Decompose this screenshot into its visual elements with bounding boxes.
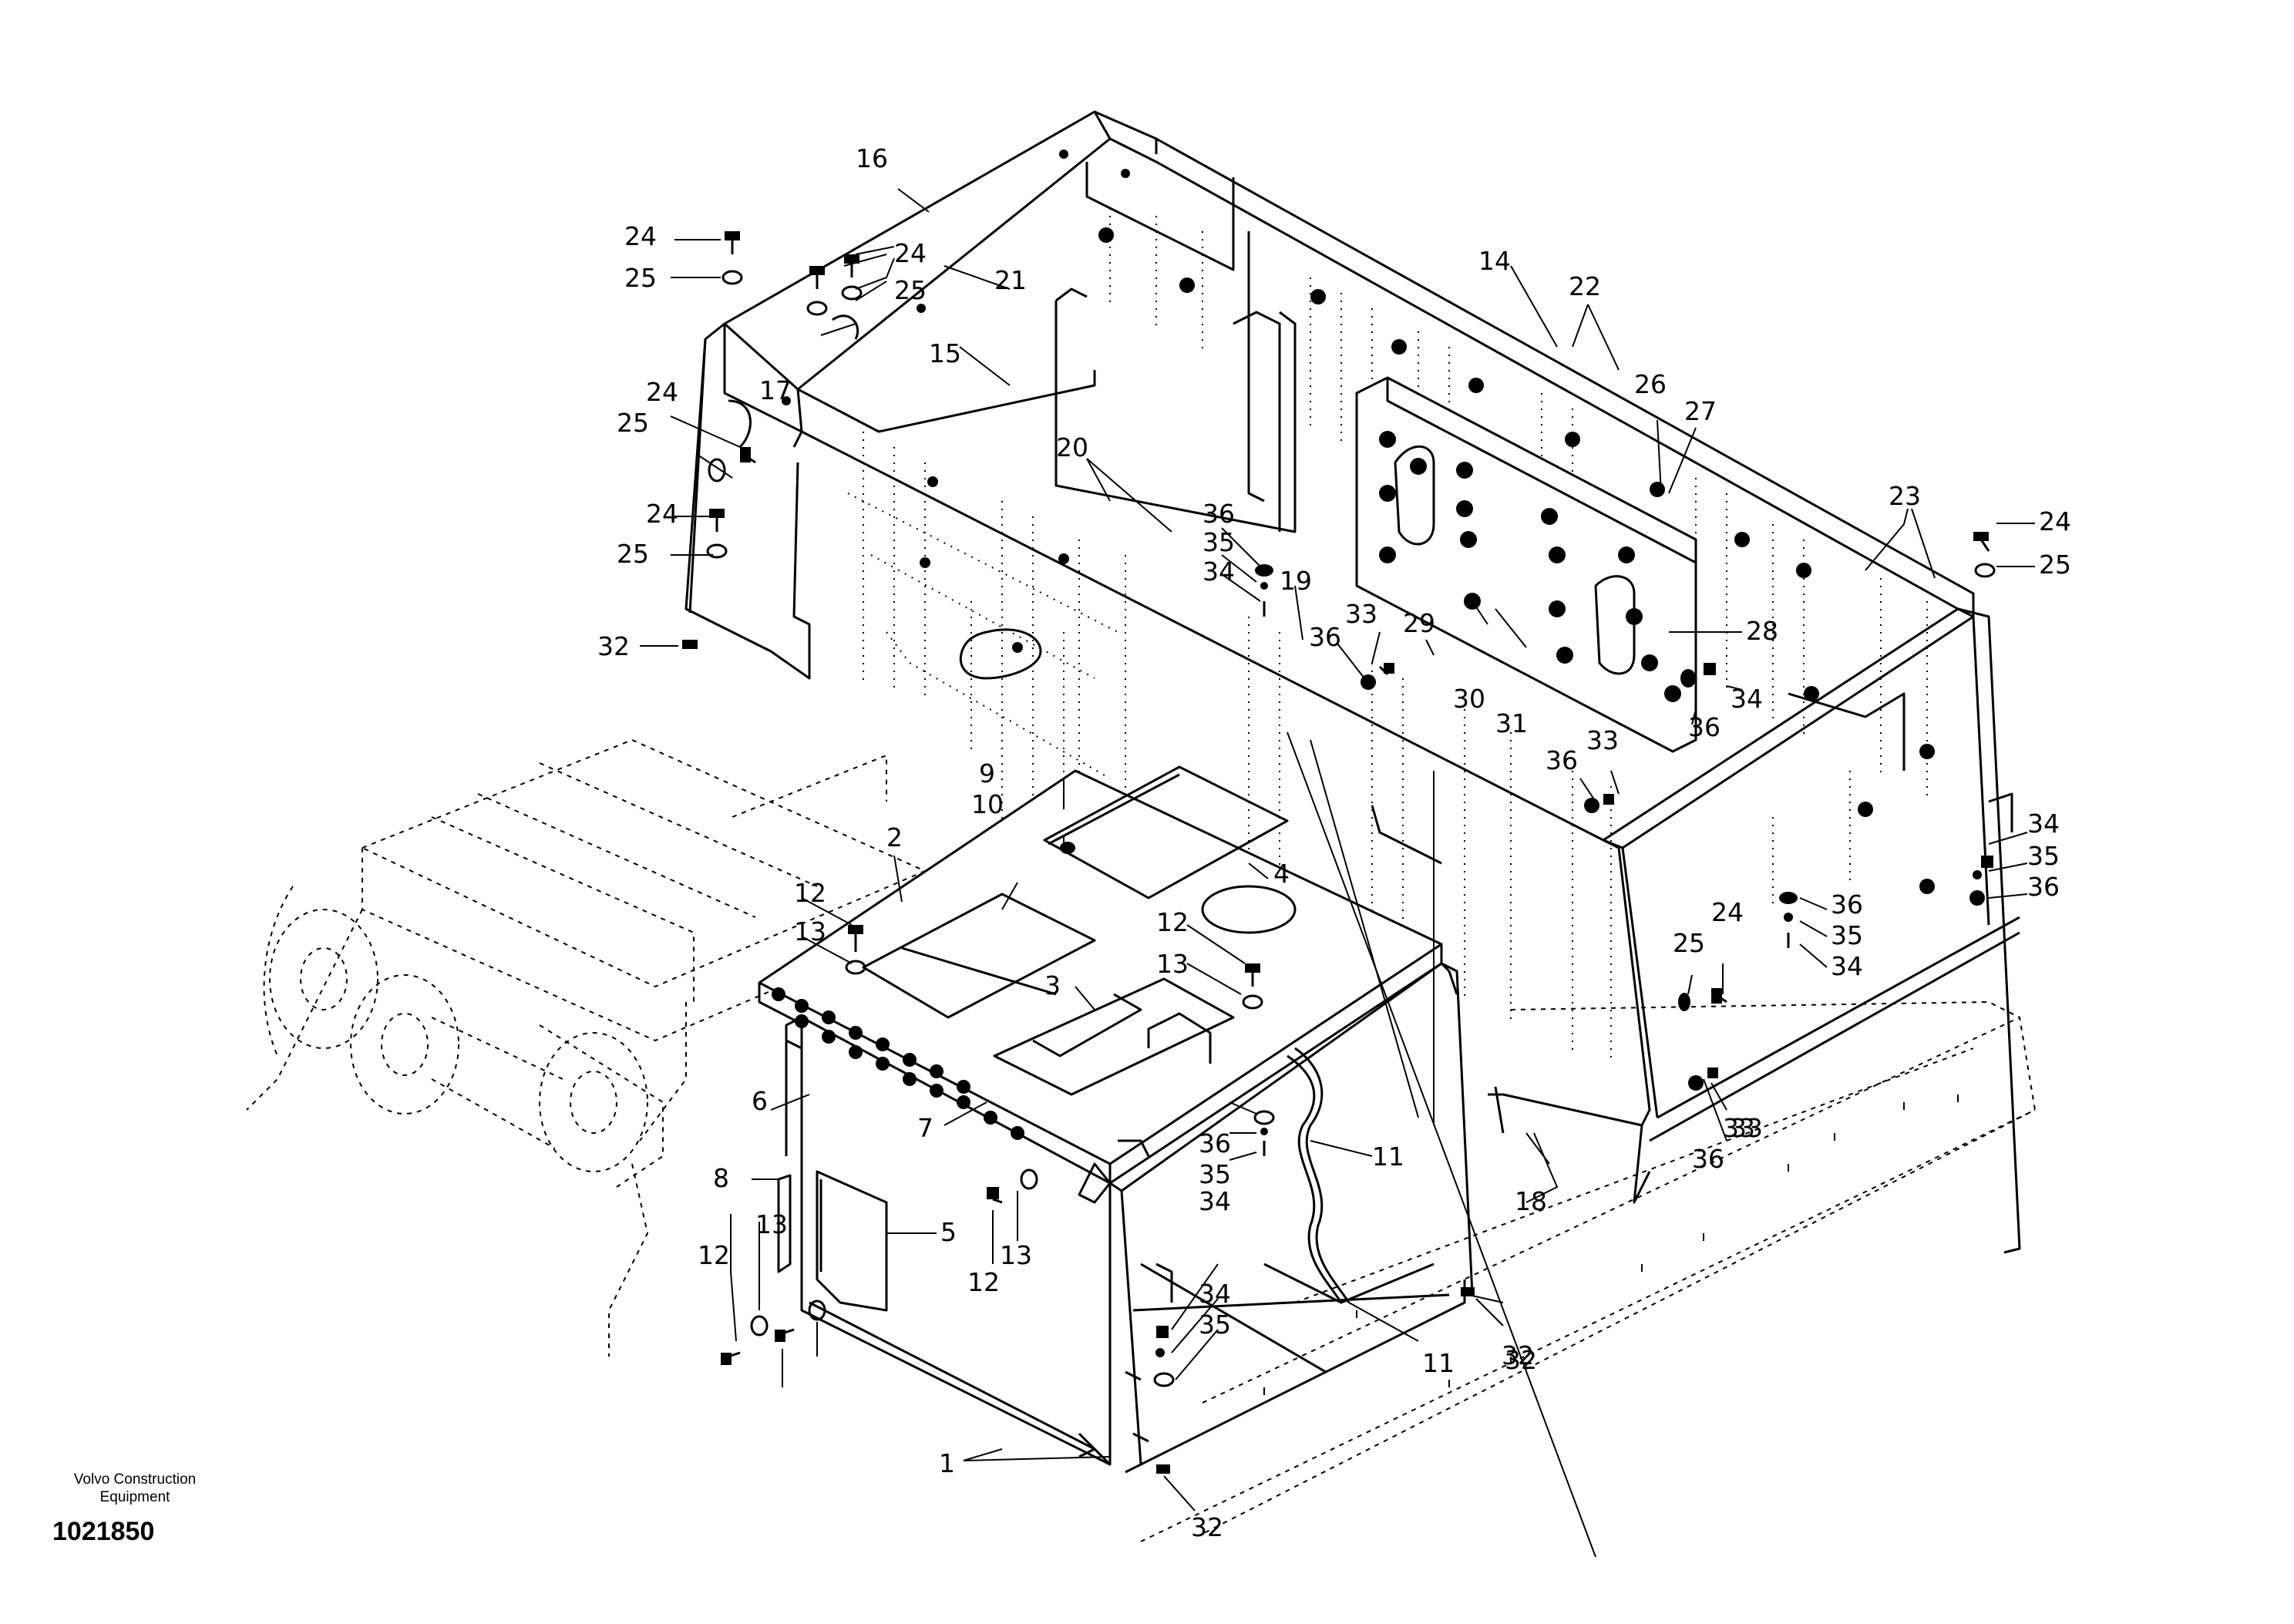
callout: 24 <box>2039 506 2071 536</box>
callout: 34 <box>1831 951 1863 981</box>
callout: 33 <box>1586 725 1619 755</box>
callout: 5 <box>940 1217 957 1247</box>
callout: 35 <box>1202 527 1235 557</box>
lower-cabinet <box>758 765 1474 1474</box>
callout: 35 <box>1199 1159 1231 1189</box>
callout: 32 <box>1191 1512 1223 1542</box>
callout: 24 <box>646 499 678 529</box>
callout: 24 <box>624 221 657 251</box>
callout: 36 <box>1688 712 1720 742</box>
fasteners <box>682 231 1996 1474</box>
callout: 13 <box>794 916 826 946</box>
callout: 32 <box>1502 1340 1534 1370</box>
callout: 33 <box>1731 1113 1763 1143</box>
callout: 32 <box>1505 1345 1537 1375</box>
left-panel-opening <box>959 628 1042 680</box>
callout: 25 <box>617 539 649 569</box>
drawing-number: 1021850 <box>52 1517 155 1546</box>
callout: 34 <box>1731 684 1763 714</box>
callout: 23 <box>1889 481 1921 511</box>
callout: 9 <box>979 758 995 788</box>
callout: 34 <box>1202 556 1235 587</box>
background-frame-dashed <box>246 738 2037 1542</box>
callout: 27 <box>1684 396 1717 426</box>
callout: 4 <box>1273 859 1290 889</box>
callout: 25 <box>2039 550 2071 580</box>
callout: 12 <box>794 878 826 908</box>
brand-line-2: Equipment <box>99 1489 170 1505</box>
callout: 18 <box>1515 1186 1547 1216</box>
callout: 3 <box>1044 970 1061 1000</box>
callout: 25 <box>624 263 657 293</box>
callout: 34 <box>1199 1279 1231 1309</box>
callout: 11 <box>1422 1348 1455 1378</box>
callout: 24 <box>1711 897 1744 927</box>
callout: 2 <box>886 822 903 852</box>
leader-lines <box>640 188 2035 1558</box>
callout: 15 <box>929 338 961 368</box>
callout: 25 <box>617 408 649 438</box>
callout: 8 <box>713 1163 729 1193</box>
callout: 36 <box>1831 889 1863 920</box>
callout: 28 <box>1746 616 1778 646</box>
callout: 24 <box>646 377 678 407</box>
callout: 35 <box>2027 841 2060 871</box>
callout: 12 <box>698 1240 730 1270</box>
callout: 24 <box>894 238 927 268</box>
callout: 33 <box>1345 599 1377 629</box>
callout: 13 <box>755 1209 788 1239</box>
callout: 35 <box>1831 920 1863 950</box>
callout: 34 <box>2027 809 2060 839</box>
callout: 22 <box>1569 271 1601 301</box>
callout: 26 <box>1634 369 1667 399</box>
callout: 13 <box>1000 1240 1032 1270</box>
callout: 10 <box>971 789 1004 819</box>
upper-frame <box>684 110 2021 1254</box>
callout: 31 <box>1495 708 1528 738</box>
callout: 13 <box>1156 949 1189 979</box>
callout: 33 <box>1723 1113 1755 1143</box>
callout: 36 <box>1199 1128 1231 1158</box>
callout: 11 <box>1372 1142 1404 1172</box>
inner-panel-28 <box>1355 376 1697 753</box>
callout: 35 <box>1199 1310 1231 1340</box>
callout: 32 <box>597 631 630 661</box>
callout: 6 <box>752 1086 768 1116</box>
callout: 17 <box>759 375 792 405</box>
callout: 34 <box>1199 1186 1231 1216</box>
callout: 36 <box>1692 1144 1724 1174</box>
callout: 29 <box>1403 608 1435 638</box>
callout: 21 <box>994 265 1027 295</box>
callout: 14 <box>1478 246 1511 276</box>
callout: 16 <box>856 143 888 173</box>
callout: 25 <box>894 275 927 305</box>
callout: 1 <box>939 1448 955 1478</box>
brand-line-1: Volvo Construction <box>73 1471 197 1488</box>
callout: 36 <box>1309 622 1341 652</box>
callout-labels: 1 2 3 4 5 6 7 8 9 10 11 11 12 12 12 12 1… <box>597 143 2071 1542</box>
callout: 30 <box>1453 684 1485 714</box>
callout: 12 <box>1156 907 1189 937</box>
callout: 12 <box>967 1267 1000 1297</box>
callout: 20 <box>1056 432 1088 462</box>
frame-perforations <box>847 208 1928 1064</box>
callout: 19 <box>1280 566 1312 596</box>
callout: 36 <box>1202 499 1235 529</box>
callout: 7 <box>917 1113 933 1143</box>
title-block: Volvo Construction Equipment 1021850 <box>46 1471 231 1547</box>
callout: 36 <box>1546 745 1578 775</box>
callout: 36 <box>2027 872 2060 902</box>
callout: 25 <box>1673 928 1705 958</box>
